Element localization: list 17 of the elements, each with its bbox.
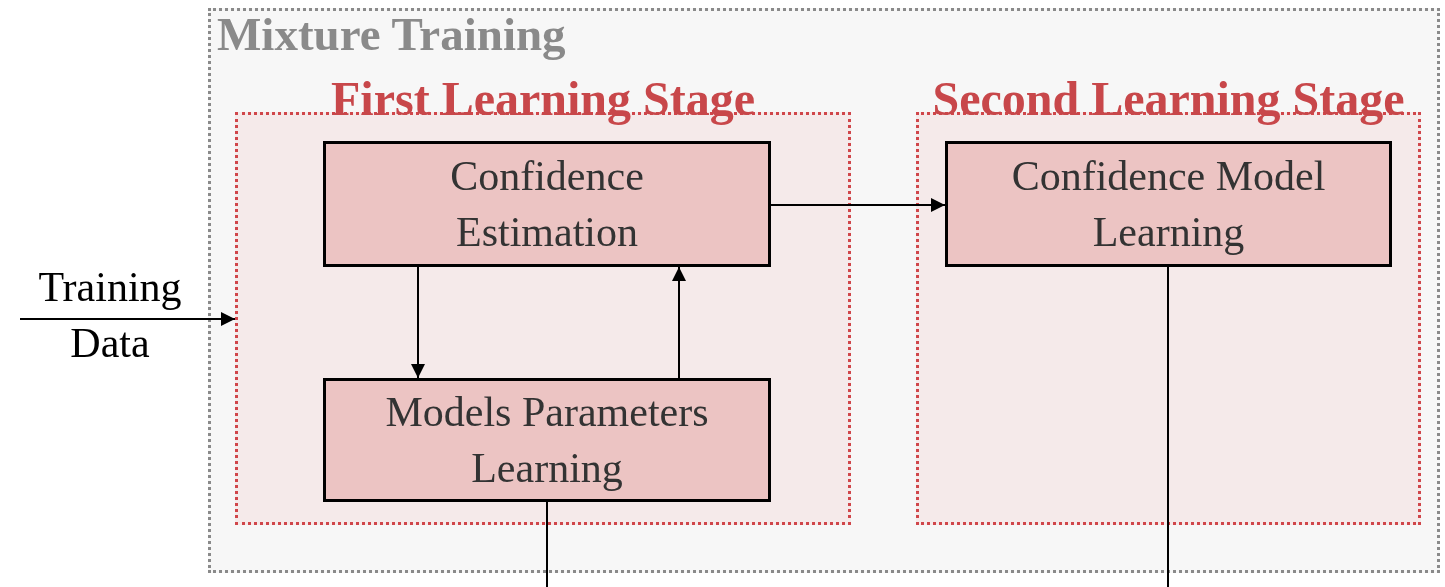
box-label: Confidence Model Learning [1010, 152, 1327, 257]
arrow [19, 312, 236, 326]
box-label: Confidence Estimation [449, 152, 645, 257]
group-title: Mixture Training [217, 7, 566, 62]
stage-title: First Learning Stage [330, 71, 756, 127]
arrow [672, 266, 686, 379]
arrow [411, 266, 425, 379]
process-box [945, 141, 1392, 267]
process-box [323, 141, 771, 267]
stage-title: Second Learning Stage [931, 71, 1406, 127]
process-box [323, 378, 771, 502]
connector-line [546, 501, 548, 587]
input-label: Training Data [37, 263, 183, 368]
arrow [770, 198, 946, 212]
box-label: Models Parameters Learning [384, 388, 710, 493]
group-frame [208, 8, 1440, 573]
connector-line [1167, 266, 1169, 587]
